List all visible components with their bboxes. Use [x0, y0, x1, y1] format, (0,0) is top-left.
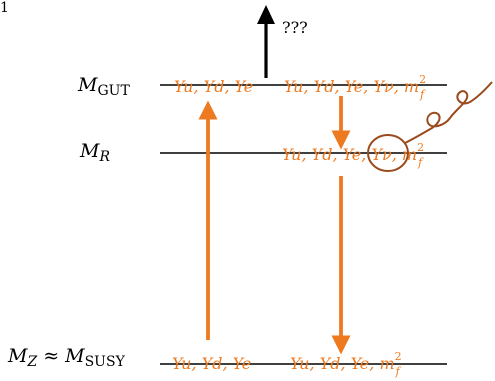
r-nu: Yν: [371, 145, 392, 164]
z-right-couplings: Yu, Yd, Ye, m2 f: [290, 350, 402, 378]
scale-z-symbol: M: [7, 345, 28, 367]
neutrino-yukawa-highlight-circle: [367, 134, 409, 172]
beyond-gut-arrow-head: [257, 5, 275, 24]
beyond-gut-label: ???: [282, 18, 308, 37]
gut-right-nu: Yν: [373, 77, 394, 96]
r-plain: Yu, Yd, Ye,: [282, 145, 371, 164]
gut-right-couplings: Yu, Yd, Ye, Yν, m2 f: [284, 73, 426, 101]
z-right-sup: 2: [395, 350, 402, 363]
scale-label-r: MR: [79, 140, 110, 165]
scale-label-z: MZ≈MSUSY: [7, 345, 126, 370]
scale-z-symbol2: M: [64, 345, 85, 367]
scale-z-approx: ≈: [43, 345, 59, 367]
z-left-couplings: Yu, Yd, Ye: [172, 354, 251, 373]
r-tail: , m: [392, 145, 417, 164]
gut-right-sup: 2: [419, 73, 426, 86]
gut-right-tail: , m: [394, 77, 419, 96]
z-right-plain: Yu, Yd, Ye, m: [290, 354, 395, 373]
gut-right-sub: f: [419, 88, 426, 101]
scale-z-sub: Z: [26, 354, 37, 370]
r-sup: 2: [417, 141, 424, 154]
scale-r-sub: R: [98, 149, 110, 165]
scale-r-symbol: M: [79, 140, 100, 162]
scale-label-gut: MGUT: [77, 74, 130, 99]
r-couplings: Yu, Yd, Ye, Yν, m2 f: [282, 141, 424, 169]
brown-curl-decoration: [404, 81, 493, 144]
gut-right-plain: Yu, Yd, Ye,: [284, 77, 373, 96]
corner-mark: 1: [0, 0, 9, 16]
scale-z-sub2: SUSY: [85, 354, 126, 370]
scale-gut-symbol: M: [77, 74, 98, 96]
gut-left-couplings: Yu, Yd, Ye: [174, 77, 253, 96]
scale-gut-sub: GUT: [97, 83, 130, 99]
r-sub: f: [417, 156, 424, 169]
z-right-sub: f: [395, 365, 402, 378]
